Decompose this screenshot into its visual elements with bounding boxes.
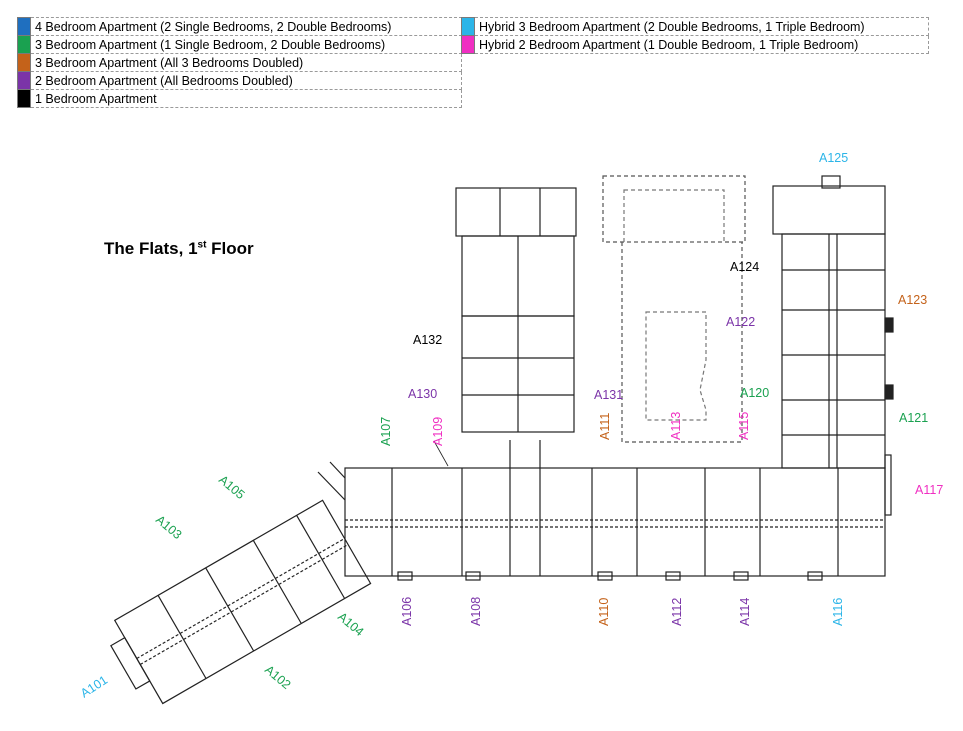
unit-label-a114: A114 — [738, 598, 752, 626]
legend-swatch — [17, 35, 31, 54]
courtyard — [621, 242, 743, 443]
east-wing-top — [772, 185, 886, 235]
unit-label-a125: A125 — [819, 151, 848, 165]
north-office-block — [455, 187, 577, 237]
unit-label-a121: A121 — [899, 411, 928, 425]
unit-label-a113: A113 — [669, 412, 683, 440]
legend_right-row: Hybrid 2 Bedroom Apartment (1 Double Bed… — [461, 35, 929, 54]
unit-label-a106: A106 — [400, 597, 414, 626]
unit-label-a132: A132 — [413, 333, 442, 347]
unit-label-a130: A130 — [408, 387, 437, 401]
unit-label-a124: A124 — [730, 260, 759, 274]
unit-label-a101: A101 — [78, 673, 110, 701]
unit-label-a103: A103 — [153, 513, 184, 543]
unit-label-a105: A105 — [216, 473, 247, 503]
main-wing — [344, 467, 886, 577]
east-wing — [781, 233, 886, 469]
unit-label-a115: A115 — [737, 412, 751, 440]
unit-label-a117: A117 — [915, 483, 943, 497]
southwest-wing — [110, 499, 372, 705]
legend-left: 4 Bedroom Apartment (2 Single Bedrooms, … — [17, 17, 462, 108]
unit-label-a109: A109 — [431, 417, 445, 446]
unit-label-a116: A116 — [831, 598, 845, 626]
unit-label-a104: A104 — [335, 610, 366, 640]
unit-label-a112: A112 — [670, 598, 684, 626]
legend-swatch — [461, 35, 475, 54]
unit-label-a122: A122 — [726, 315, 755, 329]
legend_left-row: 1 Bedroom Apartment — [17, 89, 462, 108]
legend_left-row: 3 Bedroom Apartment (All 3 Bedrooms Doub… — [17, 53, 462, 72]
unit-label-a123: A123 — [898, 293, 927, 307]
unit-label-a107: A107 — [379, 417, 393, 446]
unit-label-a111: A111 — [598, 413, 612, 440]
legend-swatch — [461, 17, 475, 36]
floor-title: The Flats, 1st Floor — [104, 239, 254, 258]
unit-label-a131: A131 — [594, 388, 623, 402]
unit-label-a120: A120 — [740, 386, 769, 400]
unit-label-a108: A108 — [469, 597, 483, 626]
unit-label-a110: A110 — [597, 598, 611, 626]
legend-label: 1 Bedroom Apartment — [30, 89, 462, 108]
legend-label: Hybrid 2 Bedroom Apartment (1 Double Bed… — [474, 35, 929, 54]
legend_left-row: 3 Bedroom Apartment (1 Single Bedroom, 2… — [17, 35, 462, 54]
legend-right: Hybrid 3 Bedroom Apartment (2 Double Bed… — [461, 17, 929, 54]
unit-label-a102: A102 — [262, 663, 293, 693]
courtyard-top — [602, 175, 746, 243]
